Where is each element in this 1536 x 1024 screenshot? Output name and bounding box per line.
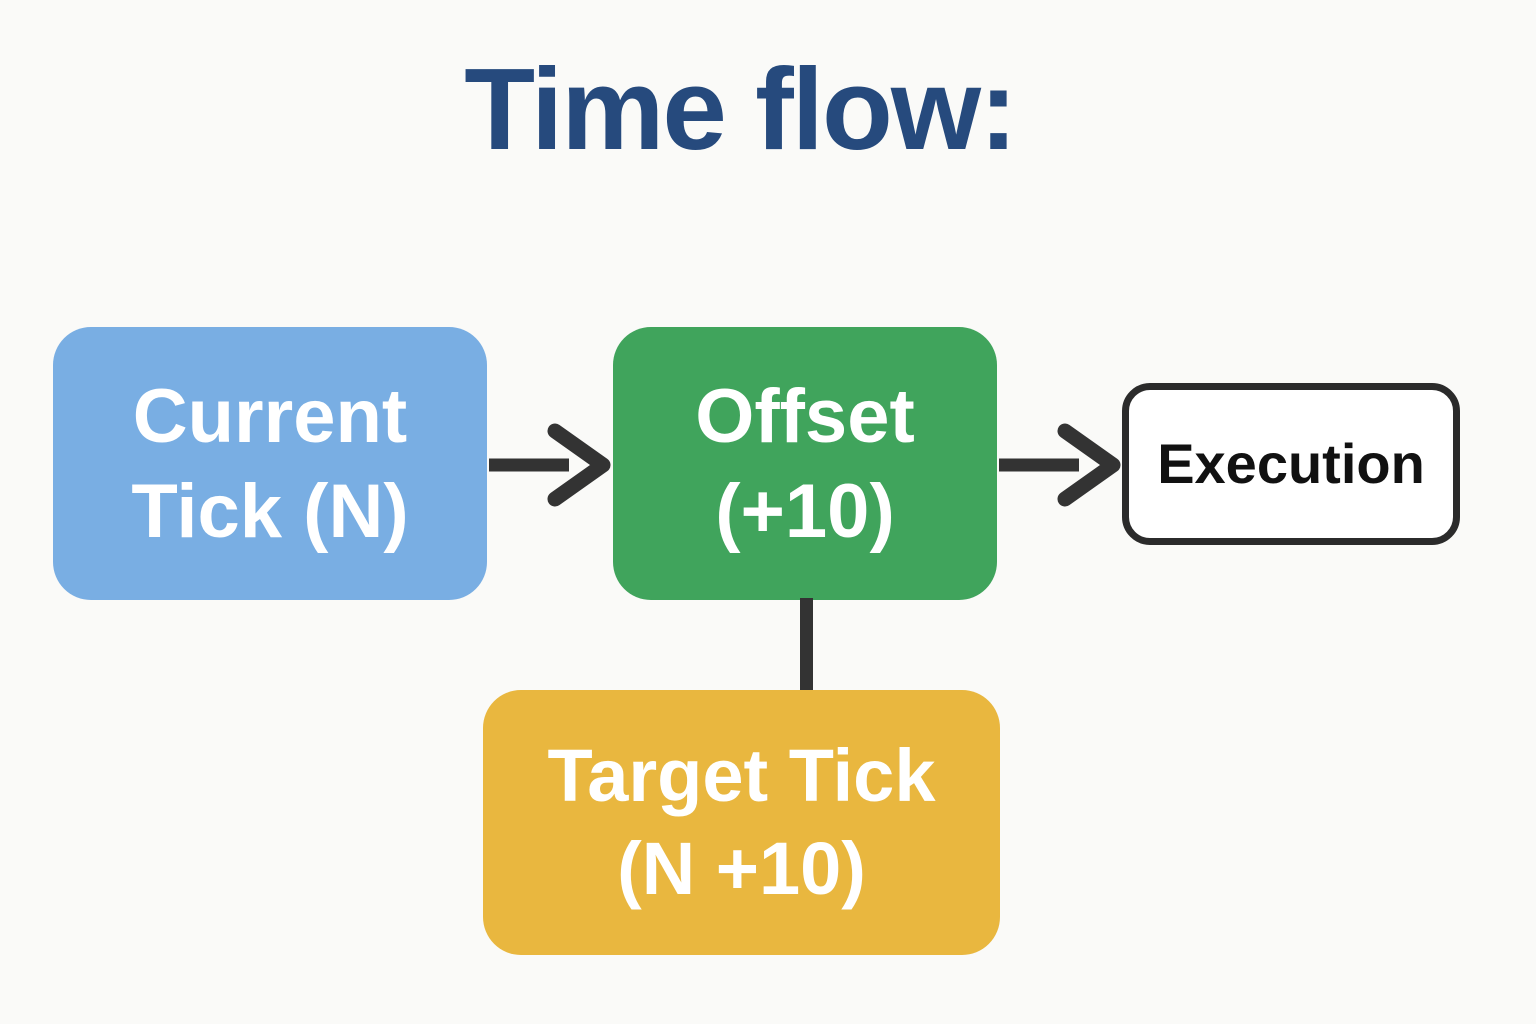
arrow-right-icon bbox=[489, 423, 611, 507]
diagram-title: Time flow: bbox=[464, 44, 1017, 174]
node-execution-label: Execution bbox=[1157, 432, 1425, 495]
node-offset-label: Offset (+10) bbox=[695, 373, 915, 554]
node-target-tick: Target Tick (N +10) bbox=[483, 690, 1000, 955]
connector-line bbox=[800, 598, 813, 694]
node-target-tick-label: Target Tick (N +10) bbox=[547, 734, 936, 910]
node-offset: Offset (+10) bbox=[613, 327, 997, 600]
node-current-tick-label: Current Tick (N) bbox=[131, 373, 409, 554]
node-current-tick: Current Tick (N) bbox=[53, 327, 487, 600]
node-execution: Execution bbox=[1122, 383, 1460, 545]
arrow-right-icon bbox=[999, 423, 1121, 507]
